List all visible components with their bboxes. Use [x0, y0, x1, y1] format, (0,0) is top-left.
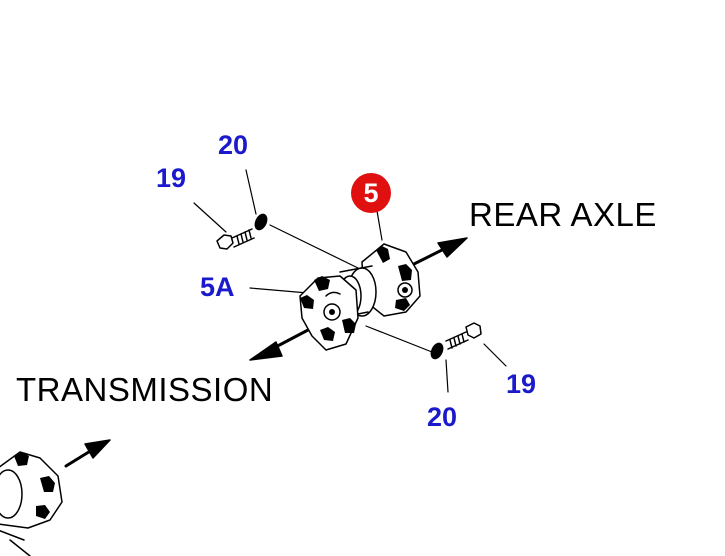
- transmission-label: TRANSMISSION: [16, 371, 274, 408]
- washer-upper-label: 20: [218, 130, 249, 160]
- washer-lower-label: 20: [427, 402, 458, 432]
- bolt-lower-icon: [445, 322, 482, 350]
- part-5-badge: 5: [351, 173, 391, 213]
- universal-joint-icon: [299, 243, 421, 351]
- rear-axle-label: REAR AXLE: [469, 196, 657, 233]
- bolt-upper-label: 19: [156, 163, 187, 193]
- bolt-lower-label: 19: [506, 369, 537, 399]
- washer-upper-icon: [254, 213, 268, 231]
- rear-axle-arrow: [410, 237, 468, 267]
- driveshaft-partial-icon: [0, 451, 63, 556]
- bolt-upper-icon: [216, 228, 255, 250]
- washer-lower-icon: [430, 342, 444, 360]
- lower-shaft-arrow: [64, 439, 111, 468]
- part-5a-label: 5A: [200, 272, 235, 302]
- transmission-arrow: [249, 328, 310, 361]
